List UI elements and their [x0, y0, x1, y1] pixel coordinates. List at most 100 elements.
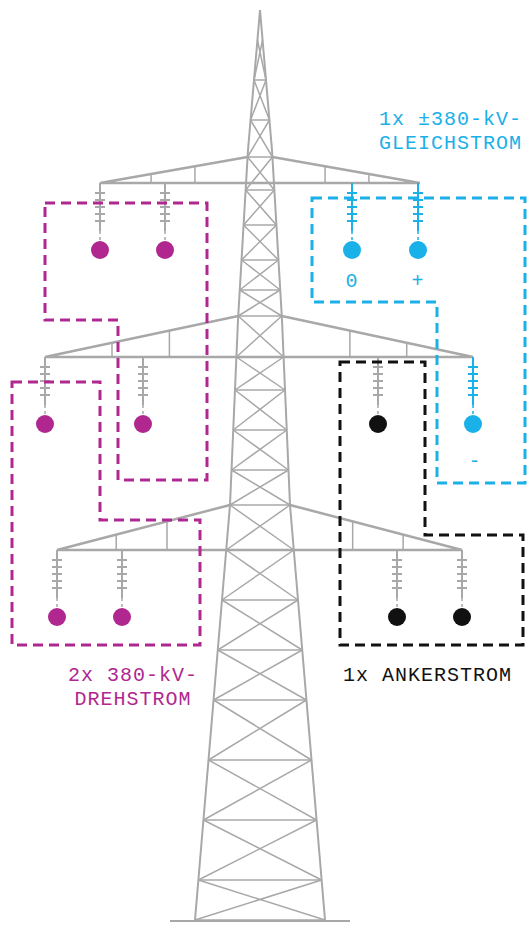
crossarm-strut: [151, 174, 369, 183]
insulator: [413, 183, 423, 241]
insulator-disc: [138, 373, 148, 375]
insulator-disc: [468, 387, 478, 389]
conductor-drop: [377, 405, 379, 415]
insulator-disc: [392, 559, 402, 561]
insulator-disc: [160, 192, 170, 194]
insulator-disc: [160, 213, 170, 215]
lattice-brace: [254, 40, 266, 80]
lattice-strut: [230, 504, 290, 506]
lattice-strut: [198, 879, 321, 881]
lattice-brace: [251, 80, 270, 120]
lattice-strut: [235, 389, 285, 391]
conductor-drop: [142, 405, 144, 415]
insulator: [457, 550, 467, 608]
insulator-disc: [95, 206, 105, 208]
lattice-strut: [246, 189, 275, 191]
conductor-dot: [369, 415, 387, 433]
insulator-disc: [468, 380, 478, 382]
circuit-outlines: [12, 198, 525, 645]
insulator-disc: [40, 366, 50, 368]
gleichstrom-outline: [312, 198, 525, 483]
insulator-disc: [392, 566, 402, 568]
insulator-disc: [40, 387, 50, 389]
insulator-disc: [40, 373, 50, 375]
insulator-disc: [117, 580, 127, 582]
lattice-brace: [226, 505, 294, 550]
insulator-disc: [373, 380, 383, 382]
insulator-group: [40, 183, 478, 608]
insulator: [468, 357, 478, 415]
conductor-drop: [56, 598, 58, 608]
lattice-brace: [218, 600, 302, 650]
insulator-disc: [457, 580, 467, 582]
insulator-disc: [160, 199, 170, 201]
conductor-drop: [164, 231, 166, 241]
conductor-dot: [388, 608, 406, 626]
pole-label: +: [404, 270, 432, 294]
insulator-disc: [457, 566, 467, 568]
conductor-drop: [396, 598, 398, 608]
insulator: [95, 183, 105, 241]
insulator-disc: [373, 366, 383, 368]
pole-label: 0: [338, 270, 366, 294]
insulator-disc: [52, 580, 62, 582]
crossarm-strut: [169, 330, 349, 357]
lattice-strut: [203, 819, 316, 821]
insulator-disc: [457, 587, 467, 589]
conductor-drop: [44, 405, 46, 415]
insulator-disc: [52, 573, 62, 575]
conductor-dot: [453, 608, 471, 626]
crossarm-strut: [167, 521, 353, 550]
insulator: [160, 183, 170, 241]
conductor-drop: [99, 231, 101, 241]
lattice-brace: [235, 357, 285, 390]
conductor-dot: [36, 415, 54, 433]
insulator-disc: [413, 220, 423, 222]
conductor-dot: [409, 241, 427, 259]
lattice-strut: [218, 649, 302, 651]
lattice-strut: [238, 315, 282, 317]
insulator-disc: [138, 380, 148, 382]
crossarm-strut: [195, 166, 325, 183]
pole-label: -: [461, 450, 489, 474]
insulator-disc: [457, 559, 467, 561]
insulator-disc: [392, 587, 402, 589]
lattice-brace: [246, 157, 275, 190]
conductor-dot: [91, 241, 109, 259]
insulator-disc: [468, 394, 478, 396]
insulator-disc: [373, 387, 383, 389]
conductor-dot: [343, 241, 361, 259]
insulator-disc: [347, 192, 357, 194]
lattice-brace: [214, 650, 307, 700]
insulator-disc: [347, 220, 357, 222]
insulator-disc: [138, 394, 148, 396]
drehstrom-outline: [12, 382, 200, 645]
conductor-dot: [464, 415, 482, 433]
conductor-dot: [134, 415, 152, 433]
insulator: [138, 357, 148, 415]
conductor-drop: [461, 598, 463, 608]
conductor-dot: [113, 608, 131, 626]
insulator-disc: [347, 213, 357, 215]
group-label: 1x ANKERSTROM: [343, 664, 523, 688]
insulator-disc: [117, 573, 127, 575]
insulator-disc: [413, 206, 423, 208]
conductor-dot: [48, 608, 66, 626]
insulator: [373, 357, 383, 415]
insulator: [52, 550, 62, 608]
insulator-disc: [373, 394, 383, 396]
insulator-disc: [52, 559, 62, 561]
lattice-brace: [248, 120, 273, 157]
lattice-brace: [242, 225, 279, 260]
group-label: 2x 380-kV- DREHSTROM: [58, 664, 208, 712]
drehstrom-outline: [45, 203, 207, 480]
ground-line: [170, 920, 350, 922]
insulator-disc: [138, 387, 148, 389]
lattice-brace: [240, 260, 280, 290]
lattice-brace: [233, 390, 287, 430]
crossarm-strut: [112, 343, 407, 357]
lattice-brace: [222, 550, 298, 600]
lattice-strut: [232, 469, 289, 471]
ankerstrom-outline: [340, 362, 523, 645]
